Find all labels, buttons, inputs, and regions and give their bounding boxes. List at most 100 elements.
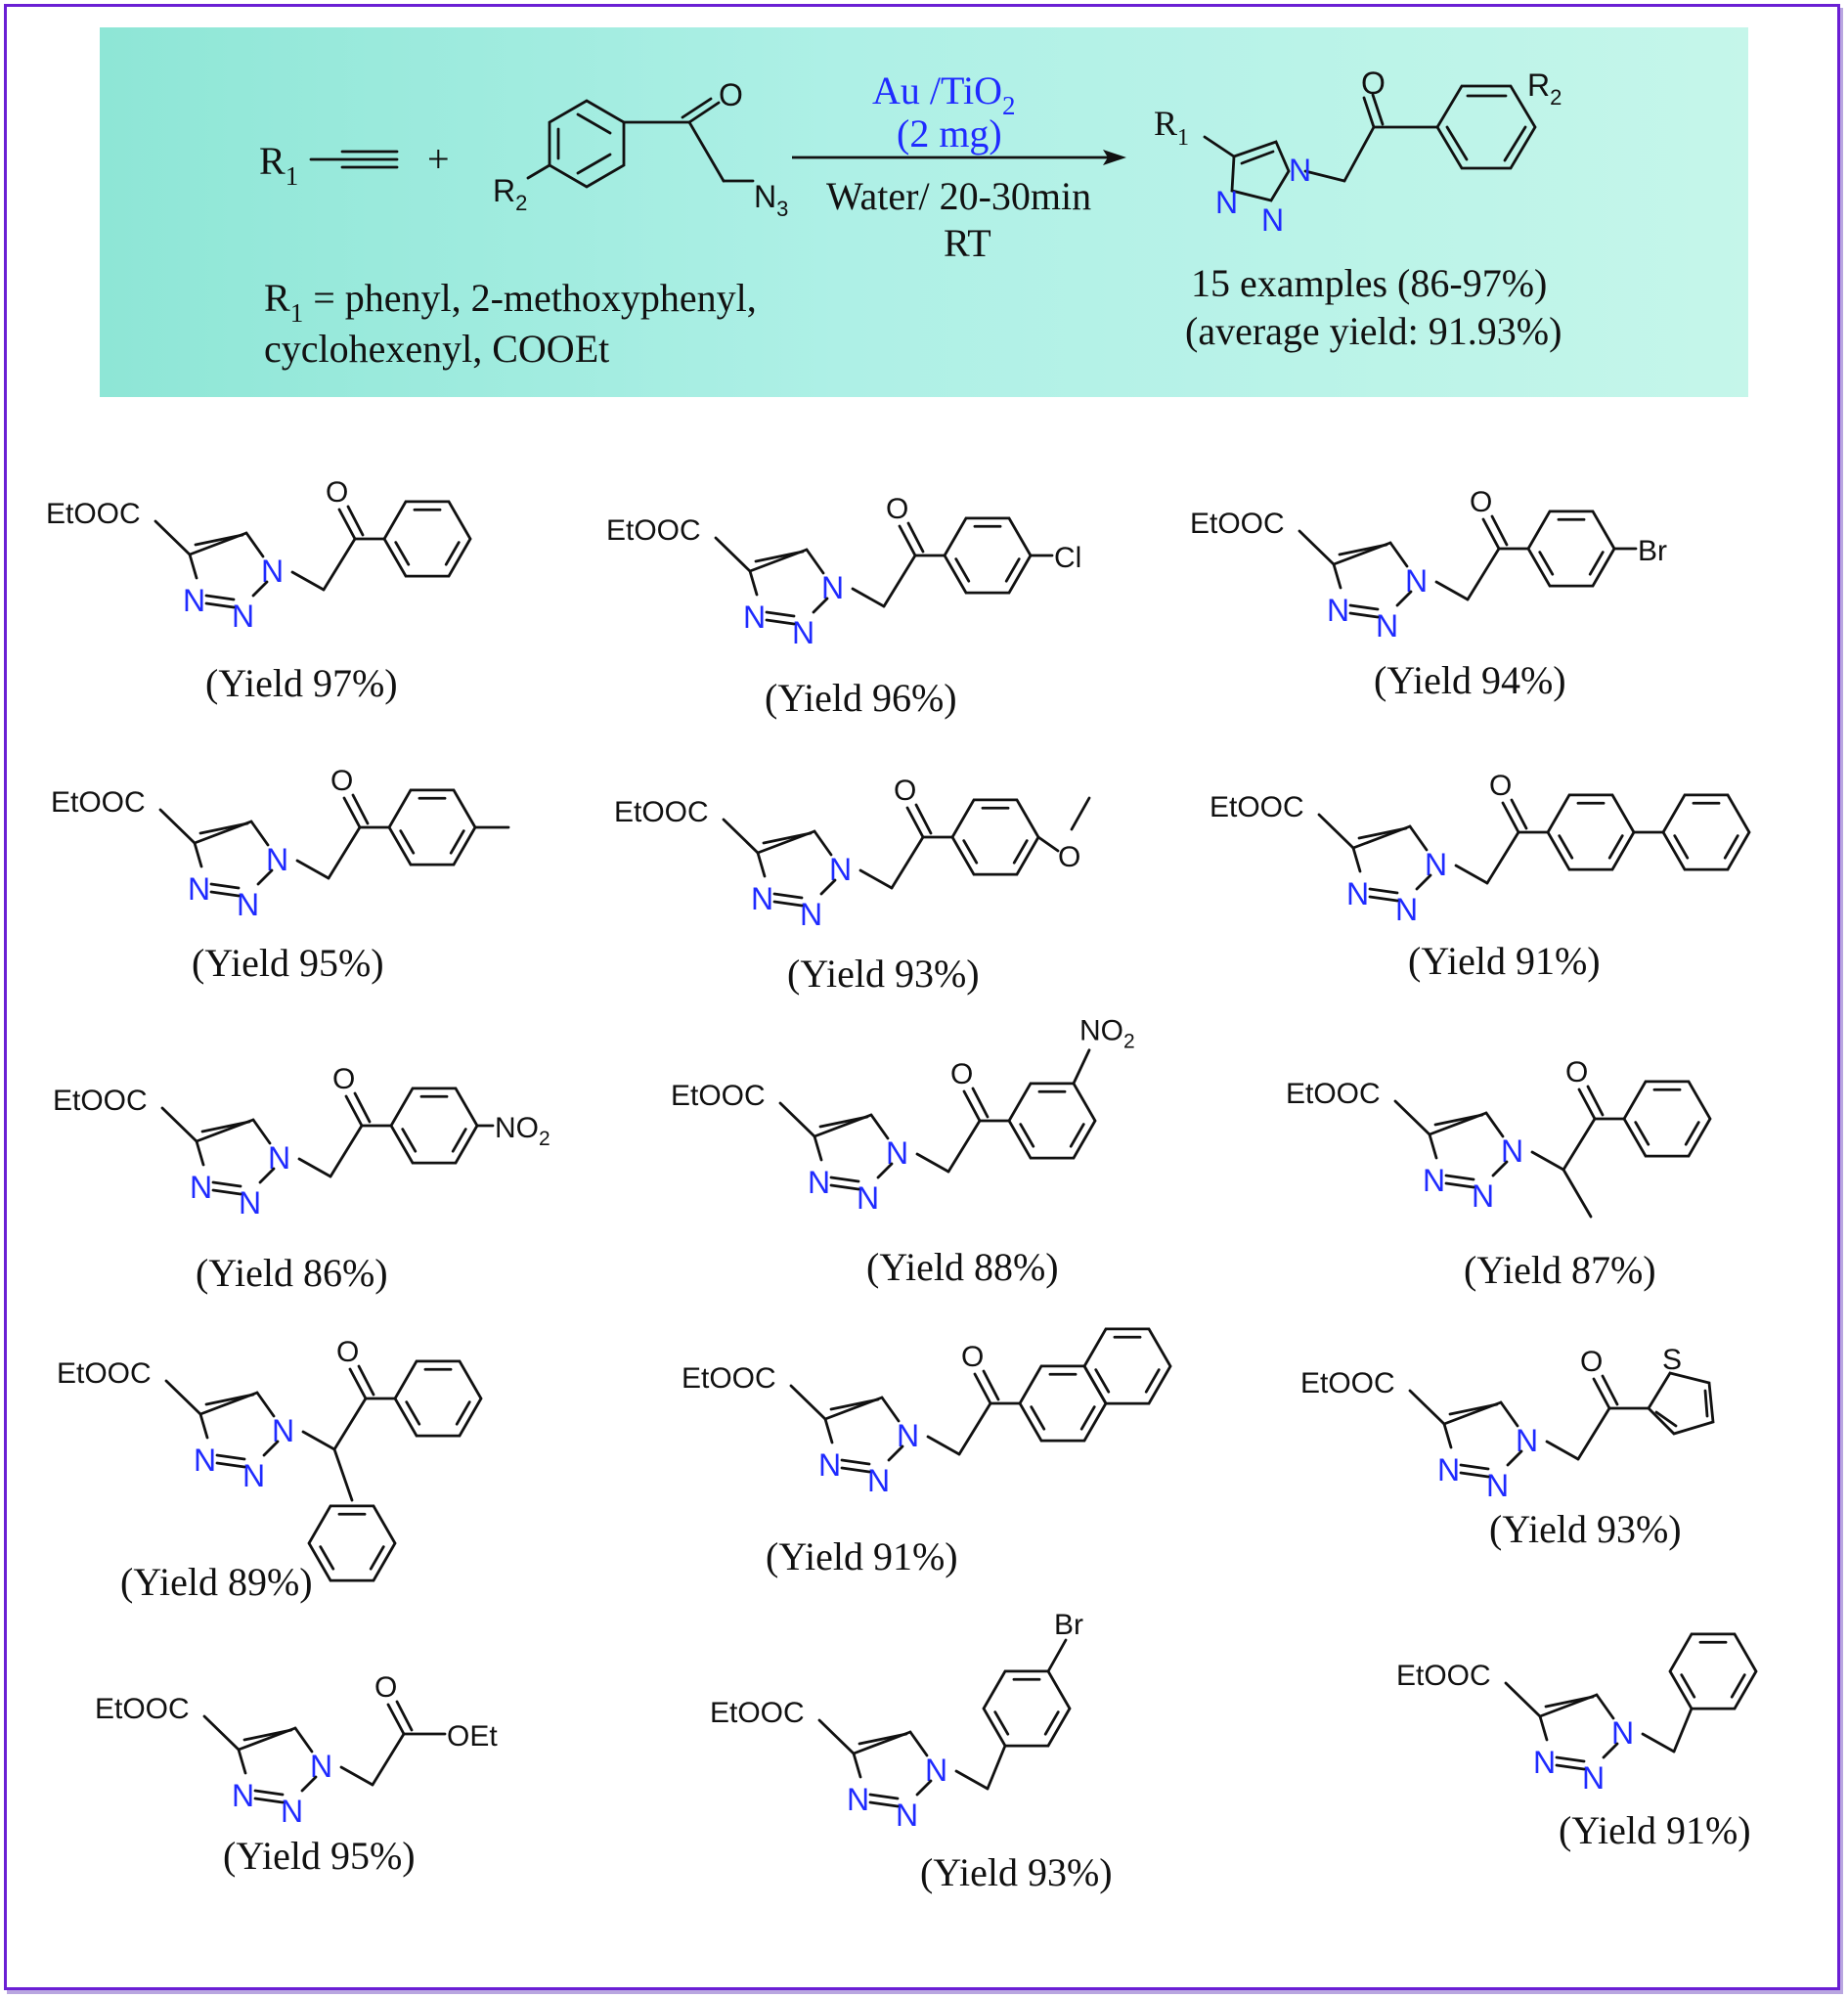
triazole-n1: N [821, 570, 844, 605]
triazole-n1: N [266, 842, 288, 877]
triazole-n2: N [867, 1463, 890, 1498]
triazole-n2: N [1486, 1468, 1509, 1503]
triazole-n2: N [232, 599, 254, 634]
plus-sign: + [427, 137, 450, 181]
figure-frame [4, 4, 1840, 1990]
carbonyl-oxygen: O [950, 1058, 973, 1090]
triazole-n2: N [239, 1185, 261, 1221]
yield-label: (Yield 95%) [223, 1834, 416, 1878]
triazole-n2: N [857, 1180, 879, 1216]
triazole-n1: N [1516, 1423, 1538, 1458]
yield-label: (Yield 93%) [787, 952, 980, 996]
ester-label: EtOOC [53, 1085, 148, 1117]
reaction-arrow [792, 150, 1126, 165]
ester-label: EtOOC [1210, 791, 1304, 823]
product-r1-label: R1 [1154, 104, 1189, 151]
r1-definition-line2: cyclohexenyl, COOEt [264, 327, 609, 371]
ester-label: EtOOC [1190, 508, 1285, 540]
ester-label: EtOOC [95, 1693, 190, 1725]
triazole-n2: N [281, 1794, 303, 1829]
examples-count: 15 examples (86-97%) [1191, 261, 1547, 305]
yield-label: (Yield 86%) [196, 1251, 388, 1295]
triazole-n2: N [1395, 892, 1418, 927]
yield-label: (Yield 93%) [920, 1850, 1113, 1894]
carbonyl-oxygen: O [330, 765, 353, 797]
triazole-n1: N [925, 1753, 947, 1788]
reactant-r1-label: R1 [259, 139, 298, 191]
triazole-n3: N [1533, 1745, 1556, 1780]
triazole-n1: N [310, 1749, 332, 1784]
triazole-n1: N [261, 554, 284, 589]
carbonyl-oxygen: O [374, 1671, 397, 1704]
conditions-solvent-time: Water/ 20-30min [826, 174, 1091, 218]
product-r2-label: R2 [1527, 67, 1562, 110]
ester-label: EtOOC [57, 1357, 152, 1390]
carbonyl-oxygen: O [336, 1336, 359, 1368]
carbonyl-oxygen: O [1489, 770, 1512, 802]
triazole-n2: N [1472, 1178, 1494, 1214]
methoxy-oxygen: O [1058, 841, 1080, 873]
chloro-label: Cl [1054, 542, 1081, 574]
triazole-n2: N [1582, 1760, 1605, 1796]
ester-label: EtOOC [46, 498, 141, 530]
yield-label: (Yield 94%) [1374, 658, 1566, 702]
triazole-n3: N [190, 1170, 212, 1205]
ester-label: EtOOC [1300, 1367, 1395, 1399]
r1-definition-line1: R1 = phenyl, 2-methoxyphenyl, [264, 276, 757, 328]
ester-label: EtOOC [1396, 1660, 1491, 1692]
triazole-n3: N [743, 599, 766, 635]
general-product: R1 O N N N R2 [1154, 66, 1562, 238]
carbonyl-oxygen: O [1565, 1056, 1588, 1088]
triazole-n2: N [792, 615, 814, 650]
carbonyl-oxygen: O [326, 476, 348, 509]
yield-label: (Yield 87%) [1464, 1248, 1656, 1292]
ester-label: EtOOC [1286, 1078, 1381, 1110]
average-yield: (average yield: 91.93%) [1185, 309, 1562, 353]
product-oxygen: O [1361, 66, 1386, 101]
carbonyl-oxygen: O [886, 493, 908, 525]
triazole-n1: N [272, 1413, 294, 1448]
reactant-oxygen: O [719, 77, 743, 112]
triazole-n3: N [188, 871, 210, 907]
yield-label: (Yield 89%) [120, 1560, 313, 1604]
reactant-r2-label: R2 [493, 173, 527, 215]
triazole-n3: N [751, 881, 773, 916]
product-n2: N [1261, 202, 1284, 238]
triazole-n2: N [800, 897, 822, 932]
yield-label: (Yield 96%) [765, 676, 957, 720]
triazole-n2: N [237, 887, 259, 922]
catalyst-label: Au /TiO2 [872, 68, 1016, 120]
triazole-n3: N [808, 1165, 830, 1200]
triazole-n1: N [1611, 1715, 1634, 1751]
ester-label: EtOOC [710, 1697, 805, 1729]
carbonyl-oxygen: O [1580, 1346, 1603, 1378]
ester-label: EtOOC [606, 514, 701, 547]
yield-label: (Yield 88%) [866, 1245, 1059, 1289]
carbonyl-oxygen: O [961, 1341, 984, 1373]
yield-label: (Yield 91%) [766, 1534, 958, 1578]
nitro-label: NO2 [495, 1112, 550, 1150]
catalyst-amount: (2 mg) [897, 111, 1002, 155]
alkyne-bonds [309, 150, 399, 169]
ester-label: EtOOC [614, 796, 709, 828]
triazole-n1: N [1405, 563, 1428, 599]
yield-label: (Yield 91%) [1408, 939, 1601, 983]
product-n1: N [1289, 153, 1311, 188]
yield-label: (Yield 97%) [205, 661, 398, 705]
triazole-n1: N [1425, 847, 1447, 882]
product-n3: N [1215, 185, 1238, 220]
